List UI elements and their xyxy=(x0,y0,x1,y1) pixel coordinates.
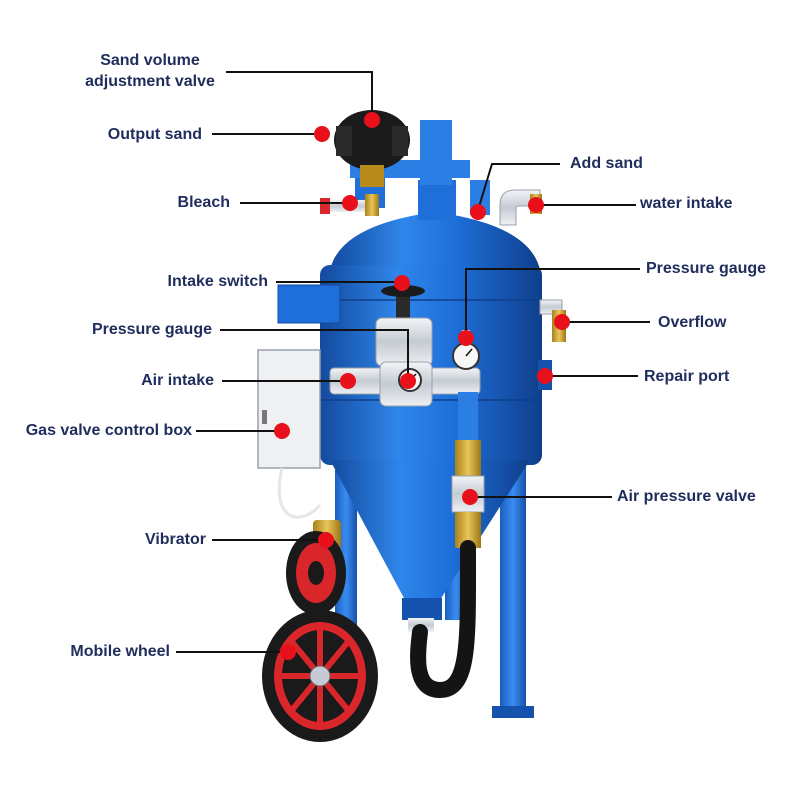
leader-line-pressure-gauge-left xyxy=(220,329,409,380)
leader-lines xyxy=(176,71,650,653)
front-leg xyxy=(500,460,526,718)
sandblaster-machine xyxy=(257,110,566,742)
bleach-brass xyxy=(365,194,379,216)
marker-gas-valve-control-box xyxy=(274,423,290,439)
marker-pressure-gauge-right xyxy=(458,330,474,346)
intake-switch-handwheel xyxy=(381,285,425,297)
markers xyxy=(274,112,570,660)
label-water-intake: water intake xyxy=(640,195,733,212)
leader-line-add-sand xyxy=(477,163,560,211)
air-pressure-valve-top xyxy=(455,440,481,476)
control-box-latch xyxy=(262,410,267,424)
label-output-sand: Output sand xyxy=(107,126,202,143)
label-add-sand: Add sand xyxy=(570,155,643,172)
label-gas-valve-control-box: Gas valve control box xyxy=(25,422,192,439)
label-air-intake: Air intake xyxy=(141,372,214,389)
marker-repair-port xyxy=(537,368,553,384)
label-sand-volume-line2: adjustment valve xyxy=(85,73,215,90)
control-box xyxy=(257,349,321,469)
label-pressure-gauge-left: Pressure gauge xyxy=(91,321,212,338)
sand-valve-body xyxy=(334,110,410,170)
marker-vibrator xyxy=(318,532,334,548)
marker-mobile-wheel xyxy=(280,644,296,660)
label-bleach: Bleach xyxy=(177,194,230,211)
leader-line-pressure-gauge-right xyxy=(465,268,640,338)
regulator-stem xyxy=(396,292,410,318)
cone-outlet xyxy=(402,598,442,620)
marker-water-intake xyxy=(528,197,544,213)
marker-bleach xyxy=(342,195,358,211)
marker-pressure-gauge-left xyxy=(400,373,416,389)
leader-line-sand-volume xyxy=(226,71,373,118)
marker-air-intake xyxy=(340,373,356,389)
label-intake-switch: Intake switch xyxy=(167,273,268,290)
label-overflow: Overflow xyxy=(658,314,727,331)
marker-output-sand xyxy=(314,126,330,142)
label-vibrator: Vibrator xyxy=(144,531,206,548)
control-cable xyxy=(277,467,322,519)
side-bracket xyxy=(277,284,341,324)
sand-hose xyxy=(410,540,477,699)
label-pressure-gauge-right: Pressure gauge xyxy=(646,260,767,277)
label-air-pressure-valve: Air pressure valve xyxy=(617,488,756,505)
leg-foot xyxy=(492,706,534,718)
label-mobile-wheel: Mobile wheel xyxy=(70,643,170,660)
regulator-body xyxy=(375,317,433,367)
marker-overflow xyxy=(554,314,570,330)
marker-add-sand xyxy=(470,204,486,220)
marker-intake-switch xyxy=(394,275,410,291)
rear-wheel xyxy=(286,531,346,615)
label-sand-volume-line1: Sand volume xyxy=(100,52,200,69)
sand-valve-flange xyxy=(336,126,352,156)
front-wheel xyxy=(262,610,378,742)
label-repair-port: Repair port xyxy=(644,368,730,385)
bleach-handle xyxy=(320,198,330,214)
top-neck xyxy=(418,180,456,220)
marker-air-pressure-valve xyxy=(462,489,478,505)
sand-valve-coupler xyxy=(360,165,384,187)
marker-sand-volume-adjustment-valve xyxy=(364,112,380,128)
tank-dome xyxy=(330,212,540,270)
label-sand-volume-adjustment-valve: Sand volume adjustment valve xyxy=(74,50,226,92)
sand-valve-flange xyxy=(392,126,408,156)
air-pipe-vertical xyxy=(458,392,478,442)
gauge-needle xyxy=(465,348,473,357)
